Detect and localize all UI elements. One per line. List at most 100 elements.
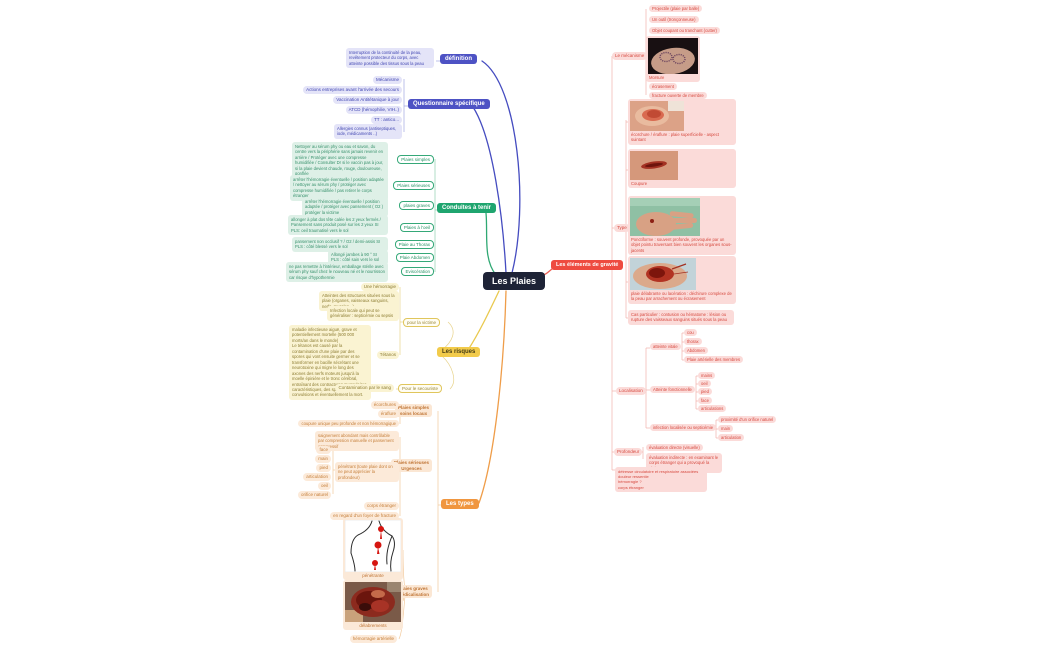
coupure-photo-card[interactable]: Coupure xyxy=(628,149,736,189)
type-simple-item[interactable]: coupure unique peu profonde et non hémor… xyxy=(298,420,399,428)
conduite-label[interactable]: Eviscération xyxy=(401,267,434,276)
types-graves-label[interactable]: Plaies graves médicalisation xyxy=(394,585,432,599)
vitale-item[interactable]: Abdomen xyxy=(684,347,708,355)
mecanisme-item[interactable]: Un outil (tronçonneuse) xyxy=(649,16,699,24)
infection-item[interactable]: main xyxy=(718,425,734,433)
mecanisme-item[interactable]: Projectile (plaie par balle) xyxy=(649,5,703,13)
gravite-type-note[interactable]: Cas particulier : contusion ou hématome … xyxy=(628,310,734,325)
morsure-caption: Morsure xyxy=(649,75,665,80)
conduite-label[interactable]: Plaies à l'oeil xyxy=(399,223,434,232)
gravite-localisation-label[interactable]: Localisation xyxy=(616,387,646,395)
ecorchure-photo-card[interactable]: écorchure / éraflure : plaie superficiel… xyxy=(628,99,736,145)
penetrant-item[interactable]: face xyxy=(316,446,331,454)
conduite-label[interactable]: plaies graves xyxy=(399,201,434,210)
types-simples-title: Plaies simples xyxy=(397,405,429,410)
questionnaire-item[interactable]: Mécanisme xyxy=(372,76,402,84)
mecanisme-item[interactable]: écrasement xyxy=(649,83,677,91)
definition-text[interactable]: Interruption de la continuité de la peau… xyxy=(346,48,434,69)
delabrements-caption: délabrements xyxy=(359,623,387,628)
types-simples-label[interactable]: Plaies simples soins locaux xyxy=(394,404,432,418)
branch-definition[interactable]: définition xyxy=(440,54,477,64)
gravite-type-label[interactable]: Type xyxy=(614,224,630,232)
infection-item[interactable]: articulation xyxy=(718,434,745,442)
fonctionnelle-item[interactable]: pied xyxy=(698,388,712,396)
risques-secouriste[interactable]: Pour le secouriste xyxy=(398,384,443,393)
type-simple-item[interactable]: écorchures xyxy=(370,401,399,409)
infection-item[interactable]: proximité d'un orifice naturel xyxy=(718,416,777,424)
conduite-label[interactable]: Plaies simples xyxy=(397,155,434,164)
risques-victime[interactable]: pour la victime xyxy=(403,318,441,327)
conduite-label[interactable]: Plaie au Thorax xyxy=(394,240,434,249)
gravite-mecanisme-label[interactable]: Le mécanisme xyxy=(612,52,648,60)
type-corps-etranger[interactable]: corps étranger xyxy=(363,502,399,510)
localisation-vitale-label[interactable]: atteinte vitale xyxy=(650,343,681,351)
penetrante-illustration-card[interactable]: pénétrante xyxy=(343,518,403,580)
type-penetrant[interactable]: pénétrant (toute plaie dont on ne peut a… xyxy=(335,462,399,483)
branch-conduites[interactable]: Conduites à tenir xyxy=(437,203,497,213)
questionnaire-item[interactable]: Allergies connus (antiseptiques, iode, m… xyxy=(334,124,402,139)
risque-hemorragie[interactable]: Une hémorragie xyxy=(360,283,399,291)
risque-tetanos[interactable]: Tétanos xyxy=(376,351,399,359)
delabrements-photo-card[interactable]: délabrements xyxy=(343,580,403,630)
conduite-text[interactable]: Allongé jambes à 90 ° SI PLS : côté sain… xyxy=(328,250,388,265)
fonctionnelle-item[interactable]: articulations xyxy=(698,405,727,413)
conduite-text[interactable]: Nettoyer au sérum phy ou eau et savon, d… xyxy=(292,142,388,179)
morsure-photo-card[interactable]: Morsure xyxy=(646,36,700,83)
questionnaire-item[interactable]: ATCD (hémophilie, VIH..) xyxy=(345,106,402,114)
types-serieuses-label[interactable]: Plaies sérieuses Urgences xyxy=(390,459,432,473)
conduite-label[interactable]: Plaie Abdomen xyxy=(395,253,434,262)
gravite-note[interactable]: détresse circulatoire et respiratoire as… xyxy=(615,467,707,492)
types-graves-title: Plaies graves xyxy=(398,586,428,591)
profondeur-directe[interactable]: évaluation directe (visuelle) xyxy=(646,444,703,452)
fonctionnelle-item[interactable]: oeil xyxy=(698,380,711,388)
ecorchure-photo xyxy=(630,101,684,131)
penetrant-item[interactable]: main xyxy=(315,455,331,463)
type-fracture[interactable]: en regard d'un foyer de fracture xyxy=(330,512,399,520)
risque-infection[interactable]: Infection locale qui peut se généraliser… xyxy=(327,306,399,321)
vitale-item[interactable]: Plaie artérielle des membres xyxy=(684,356,744,364)
localisation-fonctionnelle-label[interactable]: Atteinte fonctionnelle xyxy=(650,386,695,394)
branch-types[interactable]: Les types xyxy=(441,499,479,509)
conduite-text[interactable]: pansement non occlusif ? / O2 / demi-ass… xyxy=(292,237,388,252)
conduite-text[interactable]: ne pas remettre à l'intérieur, emballage… xyxy=(286,262,388,283)
delabrante-caption: plaie délabrante ou lacération : déchiru… xyxy=(631,291,732,302)
fonctionnelle-item[interactable]: mains xyxy=(698,372,716,380)
vitale-item[interactable]: cou xyxy=(684,329,697,337)
types-serieuses-subtitle: Urgences xyxy=(401,465,422,471)
conduite-text[interactable]: arrêter l'hémorragie éventuelle / positi… xyxy=(302,197,388,218)
penetrant-item[interactable]: articulation xyxy=(303,473,331,481)
vitale-item[interactable]: thorax xyxy=(684,338,702,346)
morsure-photo xyxy=(648,38,698,74)
types-graves-subtitle: médicalisation xyxy=(397,591,429,597)
types-simples-subtitle: soins locaux xyxy=(399,410,428,416)
penetrant-item[interactable]: orifice naturel xyxy=(297,491,331,499)
delabrements-photo xyxy=(345,582,401,622)
type-hemorragie-arterielle[interactable]: hémorragie artérielle xyxy=(349,635,397,643)
risque-contamination[interactable]: Contamination par le sang xyxy=(335,384,394,392)
type-simple-item[interactable]: éraflure xyxy=(377,410,399,418)
root-node[interactable]: Les Plaies xyxy=(483,272,546,290)
penetrant-item[interactable]: pied xyxy=(316,464,331,472)
localisation-infection-label[interactable]: infection localisée ou septicémie xyxy=(650,424,717,432)
delabrante-photo-card[interactable]: plaie délabrante ou lacération : déchiru… xyxy=(628,256,736,304)
penetrant-item[interactable]: oeil xyxy=(317,482,331,490)
conduite-label[interactable]: Plaies sérieuses xyxy=(393,181,434,190)
conduite-text[interactable]: arrêter l'hémorragie éventuelle / positi… xyxy=(290,175,388,201)
branch-risques[interactable]: Les risques xyxy=(437,347,481,357)
branch-questionnaire[interactable]: Questionnaire spécifique xyxy=(408,99,490,109)
mecanisme-item[interactable]: fracture ouverte de membre xyxy=(649,92,707,100)
conduite-text[interactable]: allonger à plat dos tête calée les 2 yeu… xyxy=(288,215,388,236)
gravite-profondeur-label[interactable]: Profondeur xyxy=(614,448,643,456)
questionnaire-item[interactable]: TT : antico... xyxy=(371,116,402,124)
ecorchure-caption: écorchure / éraflure : plaie superficiel… xyxy=(631,132,719,143)
questionnaire-item[interactable]: Actions entreprises avant l'arrivée des … xyxy=(303,86,402,94)
ponctiforme-caption: Ponctiforme : souvent profonde, provoqué… xyxy=(631,237,732,253)
branch-gravite[interactable]: Les éléments de gravité xyxy=(551,260,624,270)
ponctiforme-photo-card[interactable]: Ponctiforme : souvent profonde, provoqué… xyxy=(628,196,736,256)
fonctionnelle-item[interactable]: face xyxy=(698,397,712,405)
mecanisme-item[interactable]: Objet coupant ou tranchant (cutter) xyxy=(649,27,720,35)
questionnaire-item[interactable]: Vaccination Antitétanique à jour xyxy=(333,96,402,104)
types-serieuses-title: Plaies sérieuses xyxy=(393,460,429,465)
